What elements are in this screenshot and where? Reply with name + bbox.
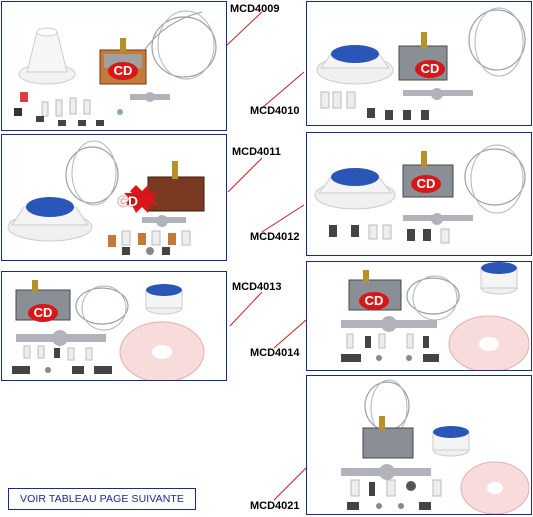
product-panel-mcd4014[interactable]: CD [306,261,532,371]
cd-badge: CD [28,304,58,322]
product-photo-mcd4013 [12,280,205,380]
product-panel-mcd4012[interactable]: CD [306,132,532,256]
cd-badge-text: CD [113,63,133,78]
cd-badge-text: CD [420,61,440,76]
cd-badge: CD [110,191,146,211]
product-panel-mcd4021[interactable] [306,375,532,515]
product-code: MCD4013 [232,281,282,293]
product-panel-mcd4010[interactable]: CD [306,1,532,126]
cd-badge-text: CD [364,293,384,308]
product-code: MCD4010 [250,105,300,117]
product-panel-mcd4013[interactable]: CD [1,271,227,381]
footer-note-text: VOIR TABLEAU PAGE SUIVANTE [19,493,185,505]
cd-badge: CD [411,175,441,193]
product-code: MCD4021 [250,500,300,512]
cd-badge-text: CD [416,176,436,191]
product-code: MCD4012 [250,231,300,243]
cd-badge: CD [108,62,138,80]
product-code: MCD4011 [232,146,281,158]
cd-badge-text: CD [33,305,53,320]
product-photo-mcd4021 [341,379,530,514]
product-photo-mcd4010 [316,7,526,120]
product-code: MCD4009 [230,3,280,15]
product-photo-mcd4014 [341,262,530,370]
product-photo-mcd4011 [7,140,205,255]
product-photo-mcd4012 [314,144,526,244]
cd-badge-text: CD [117,193,139,209]
product-code: MCD4014 [250,347,300,359]
product-panel-mcd4011[interactable]: CD [1,134,227,261]
cd-badge: CD [415,60,445,78]
cd-badge: CD [359,292,389,310]
footer-note[interactable]: VOIR TABLEAU PAGE SUIVANTE [8,488,196,510]
product-panel-mcd4009[interactable]: CD [1,1,227,131]
